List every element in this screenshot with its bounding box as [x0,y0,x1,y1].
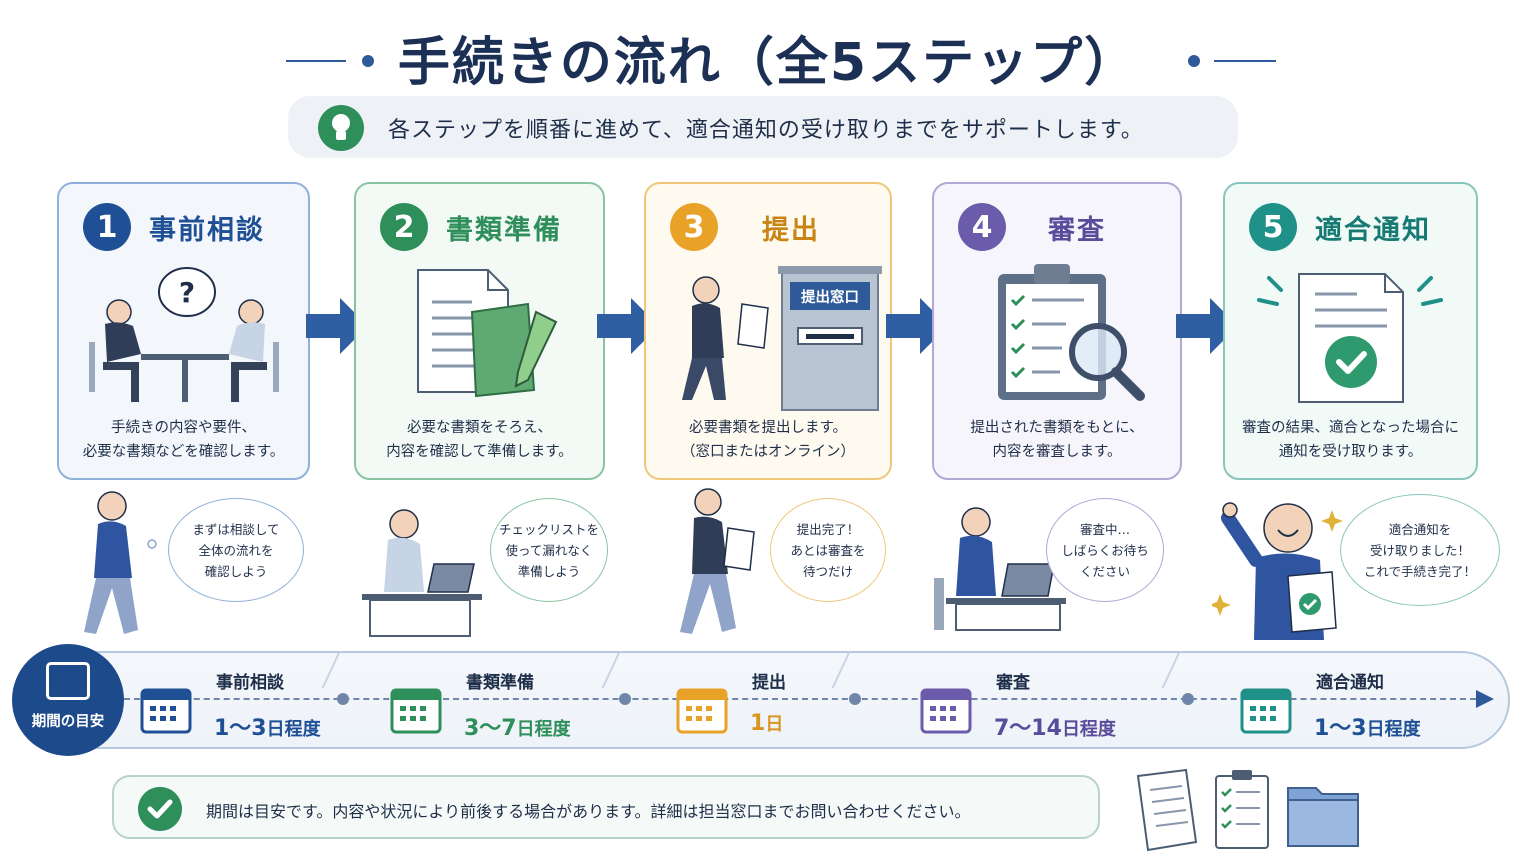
clipboard-magnifier-icon [998,264,1145,401]
title-right-line [1214,60,1276,62]
speech-bubble: 審査中…しばらくお待ちください [1046,498,1164,602]
title-right-dot [1188,55,1200,67]
timeline-item-3: 提出 1日 [676,662,836,742]
timeline-step-label: 適合通知 [1316,673,1384,693]
arrow-right-icon [306,298,368,354]
calendar-icon [920,688,972,734]
step-description: 必要書類を提出します。 （窓口またはオンライン） [681,420,855,460]
timeline-step-label: 書類準備 [466,673,534,693]
laptop-worker-icon [362,509,482,637]
disclaimer-note: 期間は目安です。内容や状況により前後する場合があります。詳細は担当窓口までお問い… [112,775,1100,839]
calendar-icon [1240,688,1292,734]
speech-bubble: チェックリストを使って漏れなく準備しよう [490,498,608,602]
calendar-icon [46,662,90,700]
timeline-duration: 7〜14日程度 [994,716,1116,741]
timeline-node [619,693,631,705]
timeline-duration: 1〜3日程度 [214,716,321,741]
step-description: 必要な書類をそろえ、 内容を確認して準備します。 [386,420,573,460]
calendar-icon [390,688,442,734]
step-card-3: 3 提出 提出窓口 必要書類を提出します。 （窓口またはオンライン） [644,182,892,480]
timeline-duration: 1日 [750,711,784,736]
title-left-line [286,60,346,62]
step-description: 審査の結果、適合となった場合に 通知を受け取ります。 [1241,420,1460,460]
step-description: 提出された書類をもとに、 内容を審査します。 [970,420,1144,460]
timeline-item-5: 適合通知 1〜3日程度 [1240,662,1450,742]
approved-document-icon [1257,273,1443,403]
submission-window-icon: 提出窓口 [682,266,882,411]
thinking-person-icon [84,491,157,634]
subtitle-text: 各ステップを順番に進めて、適合通知の受け取りまでをサポートします。 [388,118,1144,143]
window-sign: 提出窓口 [801,288,859,306]
timeline-item-4: 審査 7〜14日程度 [920,662,1150,742]
celebrating-person-icon [1212,502,1343,640]
step-title: 適合通知 [1315,214,1431,246]
lightbulb-icon [318,105,364,151]
document-folder-icons [1136,768,1359,852]
timeline-step-label: 提出 [752,673,786,693]
step-number: 5 [1249,203,1297,251]
timeline-dash [124,698,1476,700]
documents-icon [417,269,558,398]
speech-bubble: まずは相談して全体の流れを確認しよう [168,498,304,602]
timeline-duration: 1〜3日程度 [1314,716,1421,741]
step-number: 4 [958,203,1006,251]
step-title: 提出 [762,214,820,246]
speech-bubble: 提出完了！あとは審査を待つだけ [770,498,886,602]
timeline-node [849,693,861,705]
step-number: 3 [670,203,718,251]
title-left-dot [362,55,374,67]
arrow-right-icon [597,298,659,354]
timeline-step-label: 審査 [996,673,1030,693]
step-number: 1 [83,203,131,251]
checklist-icon [1215,770,1269,849]
step-card-1: 1 事前相談 ? 手続きの内容や要件、 必要な書類などを確認します。 [57,182,310,480]
walking-person-icon [680,488,755,634]
persona-1: まずは相談して全体の流れを確認しよう [66,488,316,640]
step-title: 事前相談 [149,214,265,246]
timeline-node [337,693,349,705]
folder-icon [1287,787,1359,847]
timeline-arrowhead-icon [1476,690,1494,708]
persona-5: 適合通知を受け取りました！これで手続き完了！ [1212,488,1504,640]
step-card-4: 4 審査 提出された書類をもとに、 内容を審査します。 [932,182,1182,480]
subtitle-banner: 各ステップを順番に進めて、適合通知の受け取りまでをサポートします。 [288,96,1238,158]
timeline-step-label: 事前相談 [216,673,284,693]
page-title: 手続きの流れ（全5ステップ） [397,33,1139,93]
check-circle-icon [138,787,182,831]
calendar-icon [140,688,192,734]
timeline-item-2: 書類準備 3〜7日程度 [390,662,590,742]
disclaimer-text: 期間は目安です。内容や状況により前後する場合があります。詳細は担当窓口までお問い… [206,802,971,821]
persona-4: 審査中…しばらくお待ちください [916,488,1172,640]
step-title: 書類準備 [446,214,562,246]
step-card-5: 5 適合通知 審査の結果、適合となった場合に 通知を受け取ります。 [1223,182,1478,480]
waiting-worker-icon [934,507,1066,631]
step-number: 2 [380,203,428,251]
persona-2: チェックリストを使って漏れなく準備しよう [362,488,612,640]
calendar-icon [676,688,728,734]
step-description: 手続きの内容や要件、 必要な書類などを確認します。 [82,420,285,460]
timeline-item-1: 事前相談 1〜3日程度 [140,662,330,742]
step-card-2: 2 書類準備 必要な書類をそろえ、 内容を確認して準備します。 [354,182,605,480]
svg-text:?: ? [179,276,195,309]
speech-bubble: 適合通知を受け取りました！これで手続き完了！ [1340,494,1500,606]
timeline-badge: 期間の目安 [12,644,124,756]
title-area: 手続きの流れ（全5ステップ） [0,14,1536,93]
timeline-duration: 3〜7日程度 [464,716,571,741]
document-icon [1136,768,1198,852]
step-title: 審査 [1048,214,1106,246]
consultation-icon: ? [89,267,279,402]
arrow-right-icon [1176,298,1238,354]
timeline-node [1182,693,1194,705]
persona-3: 提出完了！あとは審査を待つだけ [672,488,894,640]
